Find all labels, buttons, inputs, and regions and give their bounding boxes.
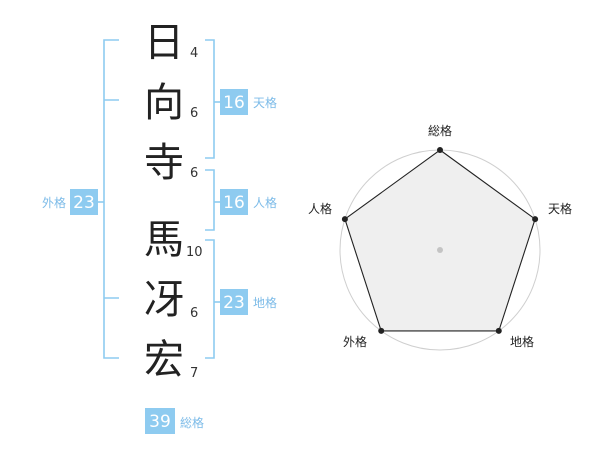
- name-column: 日 4 向 6 寺 6 馬 10 冴 6 宏 7: [144, 20, 203, 383]
- tenkaku-badge: 16 天格: [220, 89, 277, 115]
- radar-center-dot: [437, 247, 443, 253]
- radar-axis-label-3: 外格: [343, 334, 367, 349]
- soukaku-label: 総格: [180, 415, 204, 430]
- stroke-count-1: 4: [190, 46, 198, 61]
- name-char-4: 馬: [144, 217, 184, 263]
- gaikaku-value: 23: [73, 193, 95, 213]
- jinkaku-badge: 16 人格: [220, 189, 277, 215]
- radar-axis-label-1: 天格: [548, 201, 572, 216]
- radar-point-人格: [341, 216, 348, 223]
- tenkaku-value-box: [220, 89, 248, 115]
- radar-point-外格: [378, 327, 385, 334]
- chikaku-value-box: [220, 289, 248, 315]
- name-char-5: 冴: [144, 277, 184, 323]
- name-char-6: 宏: [144, 337, 184, 383]
- stroke-count-3: 6: [190, 166, 198, 181]
- jinkaku-value-box: [220, 189, 248, 215]
- stroke-count-4: 10: [186, 245, 203, 260]
- stroke-count-6: 7: [190, 366, 198, 381]
- gaikaku-badge: 外格 23: [42, 189, 98, 215]
- chikaku-bracket: [205, 239, 215, 359]
- stroke-count-5: 6: [190, 306, 198, 321]
- name-char-2: 向: [144, 80, 184, 126]
- chikaku-badge: 23 地格: [220, 289, 277, 315]
- jinkaku-label: 人格: [253, 195, 277, 210]
- radar-point-総格: [437, 147, 443, 153]
- name-char-1: 日: [144, 20, 184, 66]
- chikaku-label: 地格: [253, 295, 277, 310]
- radar-dots: [341, 147, 539, 334]
- soukaku-value-box: [145, 408, 175, 434]
- gaikaku-bracket: [103, 39, 119, 359]
- tenkaku-label: 天格: [253, 95, 277, 110]
- tenkaku-value: 16: [223, 93, 245, 113]
- chikaku-value: 23: [223, 293, 245, 313]
- gaikaku-value-box: [70, 189, 98, 215]
- radar-axis-label-0: 総格: [428, 123, 452, 138]
- jinkaku-bracket: [205, 169, 215, 231]
- radar-axis-label-2: 地格: [510, 334, 534, 349]
- jinkaku-value: 16: [223, 193, 245, 213]
- stroke-count-2: 6: [190, 106, 198, 121]
- radar-axis-label-4: 人格: [308, 201, 332, 216]
- tenkaku-bracket: [205, 39, 215, 159]
- soukaku-badge: 39 総格: [145, 408, 204, 434]
- soukaku-value: 39: [149, 412, 171, 432]
- name-char-3: 寺: [144, 140, 184, 186]
- radar-point-地格: [495, 327, 502, 334]
- grid-brackets: [98, 39, 220, 359]
- gaikaku-label: 外格: [42, 195, 66, 210]
- radar-point-天格: [532, 216, 539, 223]
- radar-shape: [344, 149, 536, 332]
